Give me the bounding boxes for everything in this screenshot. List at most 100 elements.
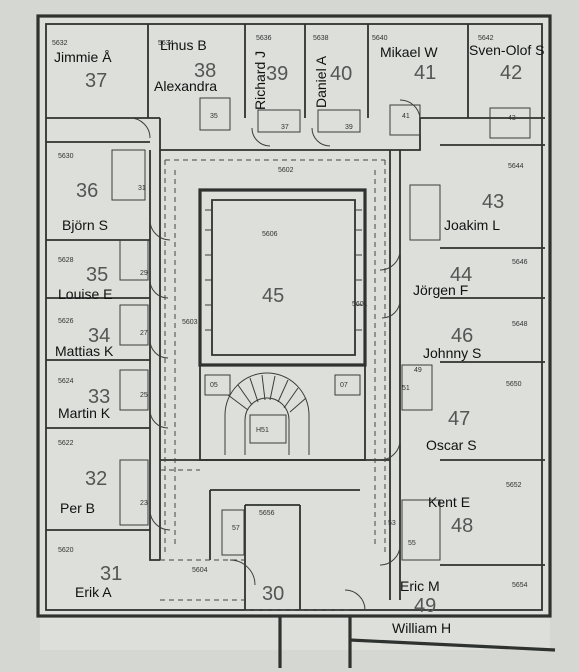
room-44: 5646 44 Jörgen F [413, 259, 528, 298]
room-occupant: Daniel A [313, 55, 329, 108]
north-room-row [46, 24, 545, 151]
room-number: 31 [100, 563, 122, 585]
room-number: 39 [266, 63, 288, 85]
room-code: 5632 [52, 40, 68, 47]
room-45: 5606 45 [262, 231, 284, 307]
room-32: 5622 32 Per B [58, 440, 107, 516]
wc-label: 55 [408, 540, 416, 547]
corridor-north-code: 5602 [278, 167, 294, 174]
room-code: 5652 [506, 482, 522, 489]
east-room-row [379, 144, 545, 600]
south-block [160, 459, 390, 611]
wc-label: 57 [232, 525, 240, 532]
room-34: 5626 34 Mattias K [55, 318, 114, 359]
room-42: 5642 Sven-Olof S 42 [469, 35, 544, 84]
wc-label: 37 [281, 124, 289, 131]
corridor-east-code: 5601 [352, 301, 368, 308]
room-code: 5626 [58, 318, 74, 325]
room-occupant: Kent E [428, 494, 470, 510]
room-code: 5628 [58, 257, 74, 264]
room-number: 41 [414, 62, 436, 84]
room-40: 5638 Daniel A 40 [313, 35, 352, 108]
corridor-southwest-code: 5604 [192, 567, 208, 574]
room-occupant: Eric M [400, 578, 440, 594]
west-room-row [46, 141, 171, 561]
room-occupant: Oscar S [426, 437, 477, 453]
small-labels: 35 37 39 41 43 31 29 27 25 23 57 49 51 5… [138, 113, 516, 547]
room-occupant: Jimmie Å [54, 49, 112, 65]
room-number: 34 [88, 325, 110, 347]
room-code: 5634 [158, 40, 174, 47]
room-occupant: Johnny S [423, 345, 481, 361]
room-occupant: Richard J [252, 51, 268, 110]
wc-label: 51 [402, 385, 410, 392]
stair-label: 05 [210, 382, 218, 389]
room-occupant: Louise E [58, 286, 112, 302]
wc-label: 25 [140, 392, 148, 399]
room-46: 5648 46 Johnny S [423, 321, 528, 361]
room-33: 5624 33 Martin K [58, 378, 111, 421]
wc-label: 53 [388, 520, 396, 527]
room-41: 5640 Mikael W 41 [372, 35, 438, 84]
wc-label: 43 [508, 115, 516, 122]
room-number: 44 [450, 264, 472, 286]
wc-label: 49 [414, 367, 422, 374]
corridor-dashes [164, 159, 386, 555]
wc-label: 29 [140, 270, 148, 277]
wc-label: 39 [345, 124, 353, 131]
room-code: 5640 [372, 35, 388, 42]
room-code: 5648 [512, 321, 528, 328]
room-occupant: Björn S [62, 217, 108, 233]
room-30: 5656 30 [259, 510, 284, 605]
room-number: 42 [500, 62, 522, 84]
room-occupant: Erik A [75, 584, 112, 600]
room-occupant: Sven-Olof S [469, 42, 544, 58]
room-code: 5654 [512, 582, 528, 589]
room-39: 5636 Richard J 39 [252, 35, 288, 110]
room-code: 5630 [58, 153, 74, 160]
room-49: 5654 Eric M 49 William H [392, 578, 528, 636]
room-47: 5650 47 Oscar S [426, 381, 522, 453]
room-35: 5628 35 Louise E [58, 257, 112, 302]
room-occupant: Per B [60, 500, 95, 516]
room-occupant: Martin K [58, 405, 111, 421]
room-code: 5656 [259, 510, 275, 517]
room-occupant: Mikael W [380, 44, 438, 60]
room-38: 5634 Linus B 38 Alexandra [154, 37, 217, 94]
room-code: 5636 [256, 35, 272, 42]
room-code: 5650 [506, 381, 522, 388]
room-48: 5652 Kent E 48 [428, 482, 522, 537]
room-43: 5644 43 Joakim L [444, 163, 524, 233]
room-number: 46 [451, 325, 473, 347]
room-code: 5624 [58, 378, 74, 385]
room-code: 5644 [508, 163, 524, 170]
corridor-west-code: 5603 [182, 319, 198, 326]
room-number: 36 [76, 180, 98, 202]
room-number: 47 [448, 408, 470, 430]
wc-label: 27 [140, 330, 148, 337]
room-occupant-2: Alexandra [154, 78, 217, 94]
room-number: 48 [451, 515, 473, 537]
room-37: 5632 Jimmie Å 37 [52, 40, 112, 92]
room-number: 32 [85, 468, 107, 490]
stair-label: 07 [340, 382, 348, 389]
room-number: 45 [262, 285, 284, 307]
room-code: 5638 [313, 35, 329, 42]
wc-label: 23 [140, 500, 148, 507]
room-number: 33 [88, 386, 110, 408]
room-code: 5622 [58, 440, 74, 447]
room-occupant: Linus B [160, 37, 207, 53]
room-code: 5606 [262, 231, 278, 238]
room-code: 5646 [512, 259, 528, 266]
room-number: 49 [414, 595, 436, 617]
room-occupant: Jörgen F [413, 282, 468, 298]
room-number: 30 [262, 583, 284, 605]
room-code: 5642 [478, 35, 494, 42]
wc-label: 31 [138, 185, 146, 192]
room-31: 5620 31 Erik A [58, 547, 122, 600]
building-footprint [40, 18, 550, 650]
room-code: 5620 [58, 547, 74, 554]
room-36: 5630 36 Björn S [58, 153, 108, 233]
room-number: 35 [86, 264, 108, 286]
